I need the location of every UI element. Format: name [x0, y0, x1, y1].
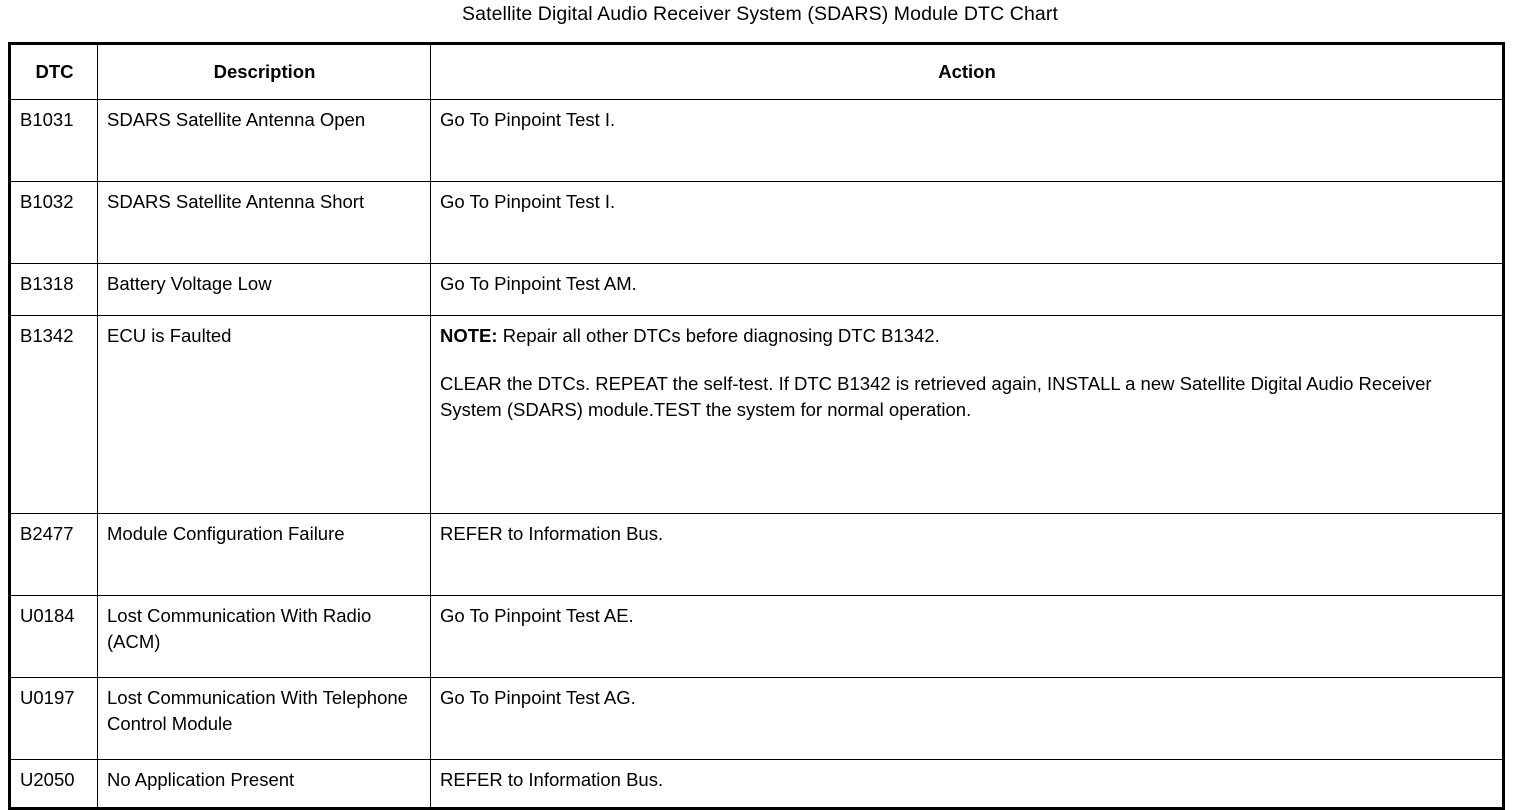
cell-action: REFER to Information Bus. [430, 759, 1504, 809]
table-row: B2477 Module Configuration Failure REFER… [9, 513, 1504, 596]
cell-description: Lost Communication With Radio (ACM) [97, 595, 431, 678]
table-header: DTC Description Action [9, 43, 1504, 100]
cell-description: Battery Voltage Low [97, 263, 431, 316]
cell-description: SDARS Satellite Antenna Short [97, 181, 431, 264]
cell-description: ECU is Faulted [97, 315, 431, 514]
cell-action: Go To Pinpoint Test AM. [430, 263, 1504, 316]
cell-description: Module Configuration Failure [97, 513, 431, 596]
action-paragraph: CLEAR the DTCs. REPEAT the self-test. If… [440, 373, 1432, 420]
column-header-dtc: DTC [9, 43, 98, 100]
column-header-description: Description [97, 43, 431, 100]
cell-description: SDARS Satellite Antenna Open [97, 99, 431, 182]
table-row: U0184 Lost Communication With Radio (ACM… [9, 595, 1504, 678]
cell-dtc: U0197 [9, 677, 98, 760]
table-header-row: DTC Description Action [9, 43, 1504, 100]
dtc-chart-table: DTC Description Action B1031 SDARS Satel… [8, 42, 1505, 810]
table-row: U0197 Lost Communication With Telephone … [9, 677, 1504, 760]
cell-dtc: U0184 [9, 595, 98, 678]
cell-action: Go To Pinpoint Test AG. [430, 677, 1504, 760]
cell-action: Go To Pinpoint Test AE. [430, 595, 1504, 678]
column-header-action: Action [430, 43, 1504, 100]
note-label: NOTE: [440, 325, 498, 346]
cell-dtc: B2477 [9, 513, 98, 596]
cell-action: NOTE: Repair all other DTCs before diagn… [430, 315, 1504, 514]
cell-dtc: B1032 [9, 181, 98, 264]
cell-action: REFER to Information Bus. [430, 513, 1504, 596]
table-body: B1031 SDARS Satellite Antenna Open Go To… [9, 99, 1504, 809]
table-row: B1342 ECU is Faulted NOTE: Repair all ot… [9, 315, 1504, 514]
cell-dtc: U2050 [9, 759, 98, 809]
table-row: B1318 Battery Voltage Low Go To Pinpoint… [9, 263, 1504, 316]
table-row: U2050 No Application Present REFER to In… [9, 759, 1504, 809]
table-row: B1031 SDARS Satellite Antenna Open Go To… [9, 99, 1504, 182]
action-note: NOTE: Repair all other DTCs before diagn… [440, 323, 1494, 349]
cell-description: Lost Communication With Telephone Contro… [97, 677, 431, 760]
note-text: Repair all other DTCs before diagnosing … [497, 325, 940, 346]
page-title: Satellite Digital Audio Receiver System … [462, 3, 1058, 25]
cell-action: Go To Pinpoint Test I. [430, 99, 1504, 182]
cell-action: Go To Pinpoint Test I. [430, 181, 1504, 264]
cell-dtc: B1342 [9, 315, 98, 514]
table-row: B1032 SDARS Satellite Antenna Short Go T… [9, 181, 1504, 264]
cell-dtc: B1031 [9, 99, 98, 182]
cell-dtc: B1318 [9, 263, 98, 316]
document-page: Satellite Digital Audio Receiver System … [8, 3, 1505, 810]
cell-description: No Application Present [97, 759, 431, 809]
